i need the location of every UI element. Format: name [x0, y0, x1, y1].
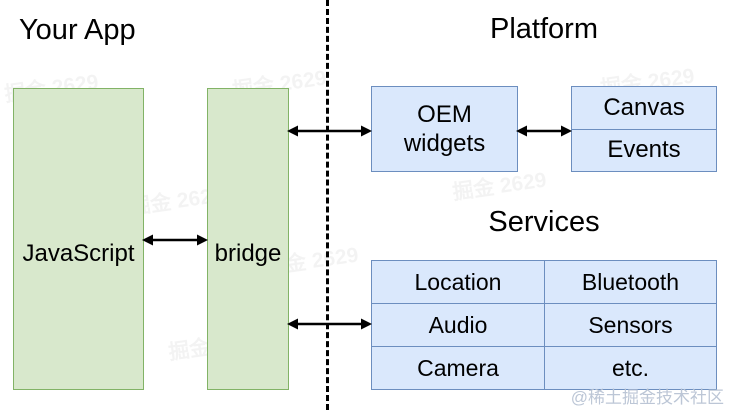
node-events[interactable]: Events: [572, 128, 716, 172]
node-oem-widgets-line2: widgets: [403, 130, 486, 157]
brand-watermark: @稀土掘金技术社区: [570, 388, 724, 407]
service-cell-etc[interactable]: etc.: [544, 347, 716, 389]
service-cell-camera[interactable]: Camera: [417, 354, 499, 381]
section-title-platform: Platform: [490, 13, 598, 45]
service-cell-location[interactable]: Location: [414, 268, 502, 295]
node-canvas[interactable]: Canvas: [603, 93, 685, 121]
connector-javascript-bridge-double-arrow-icon: [142, 230, 208, 250]
section-title-services: Services: [488, 206, 600, 238]
section-title-your-app: Your App: [19, 14, 136, 46]
service-cell-sensors[interactable]: Sensors: [544, 304, 716, 346]
node-oem-widgets[interactable]: OEM widgets: [371, 86, 518, 172]
vertical-dashed-divider: [326, 0, 329, 410]
table-row: Camera etc.: [372, 346, 716, 389]
service-cell-audio[interactable]: Audio: [428, 311, 488, 338]
connector-bridge-oem-widgets-double-arrow-icon: [287, 121, 372, 141]
table-row: Audio Sensors: [372, 303, 716, 346]
services-table[interactable]: Location Bluetooth Audio Sensors Camera …: [371, 260, 717, 390]
connector-oem-widgets-canvas-double-arrow-icon: [516, 121, 572, 141]
node-bridge[interactable]: bridge: [207, 88, 289, 390]
connector-bridge-services-double-arrow-icon: [287, 314, 372, 334]
node-bridge-label: bridge: [214, 240, 282, 267]
node-oem-widgets-line1: OEM: [417, 100, 472, 128]
node-javascript[interactable]: JavaScript: [13, 88, 144, 390]
node-javascript-label: JavaScript: [22, 240, 135, 267]
node-canvas-events[interactable]: Canvas Events: [571, 86, 717, 172]
node-oem-widgets-label: OEM widgets: [404, 100, 485, 159]
service-cell-bluetooth[interactable]: Bluetooth: [544, 261, 716, 303]
table-row: Location Bluetooth: [372, 261, 716, 303]
